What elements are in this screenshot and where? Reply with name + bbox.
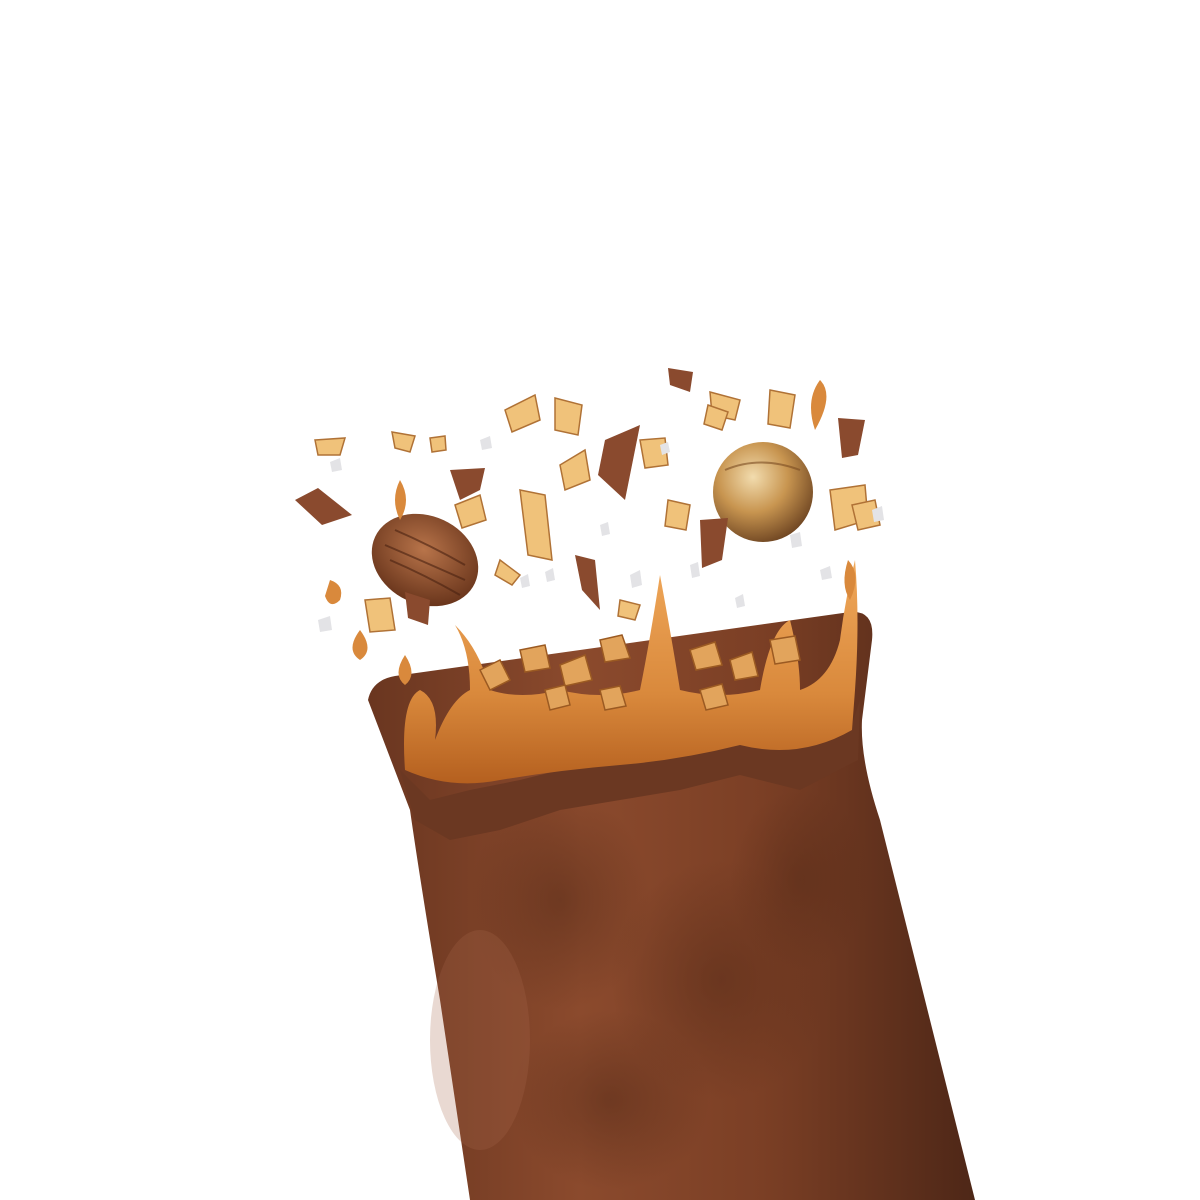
caramel-droplets: [325, 380, 856, 685]
coconut-flakes: [318, 436, 884, 632]
almond: [371, 513, 479, 607]
hazelnut: [713, 442, 813, 542]
chocolate-shards: [295, 368, 865, 625]
caramel-splash: [404, 560, 858, 784]
nut-pieces: [314, 389, 881, 633]
